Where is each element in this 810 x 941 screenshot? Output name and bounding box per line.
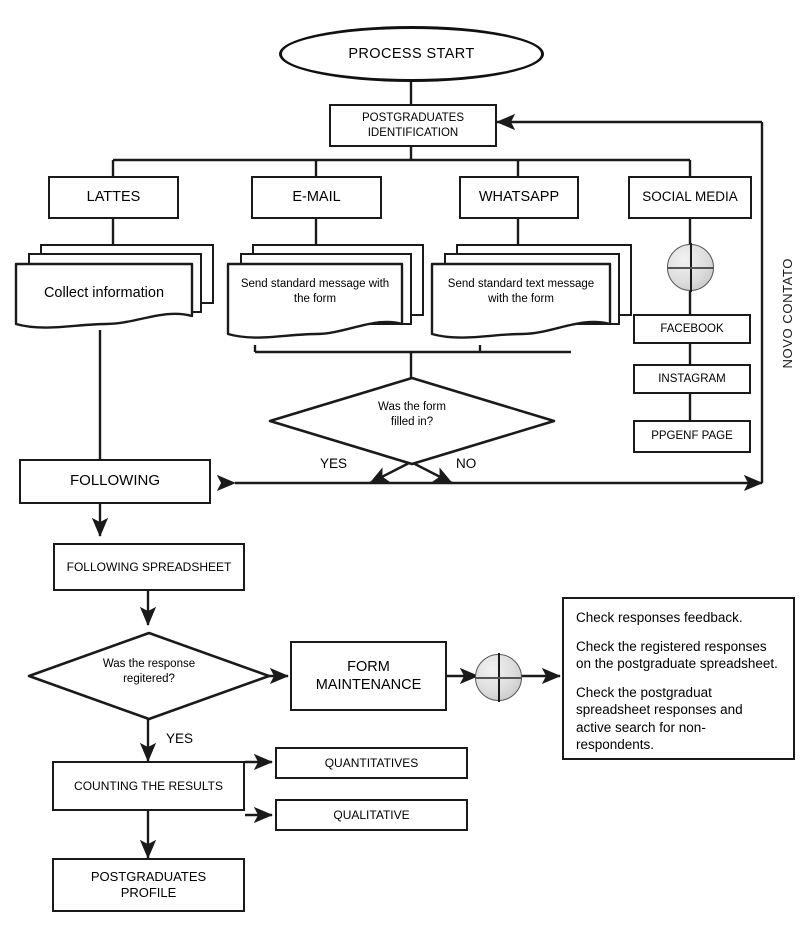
social-channel-box-facebook[interactable]: FACEBOOK bbox=[633, 314, 751, 344]
note-line-3: Check the postgraduat spreadsheet respon… bbox=[576, 684, 743, 753]
channel-box-lattes[interactable]: LATTES bbox=[48, 176, 179, 219]
social-channel-label-facebook: FACEBOOK bbox=[660, 322, 724, 335]
channel-box-social-media[interactable]: SOCIAL MEDIA bbox=[628, 176, 752, 219]
following-spreadsheet-label: FOLLOWING SPREADSHEET bbox=[66, 559, 232, 574]
decision-form-yes-label: YES bbox=[320, 456, 348, 471]
postgraduates-profile-line1: POSTGRADUATES bbox=[90, 868, 207, 884]
document-sheet-front bbox=[226, 262, 404, 346]
channel-label-lattes: LATTES bbox=[86, 189, 141, 206]
loop-label-novo-contato: NOVO CONTATO bbox=[780, 258, 795, 369]
result-type-label-qualitative: QUALITATIVE bbox=[333, 807, 410, 822]
channel-box-email[interactable]: E-MAIL bbox=[251, 176, 382, 219]
channel-label-social-media: SOCIAL MEDIA bbox=[642, 189, 738, 205]
document-sheet-front bbox=[430, 262, 612, 346]
decision-response-registered-shape[interactable] bbox=[25, 629, 273, 723]
social-channel-label-instagram: INSTAGRAM bbox=[658, 372, 726, 385]
connector-circle-social-media bbox=[667, 243, 714, 292]
following-label: FOLLOWING bbox=[69, 472, 160, 490]
document-label-collect-information: Collect information bbox=[43, 284, 165, 301]
following-spreadsheet-node[interactable]: FOLLOWING SPREADSHEET bbox=[53, 543, 245, 591]
postgraduates-profile-line2: PROFILE bbox=[120, 885, 177, 900]
postgraduates-identification-label: POSTGRADUATES IDENTIFICATION bbox=[361, 112, 465, 139]
channel-label-email: E-MAIL bbox=[292, 189, 341, 206]
document-label-send-standard-message: Send standard message with the form bbox=[240, 278, 390, 305]
process-start-label: PROCESS START bbox=[348, 45, 475, 62]
decision-response-yes-label: YES bbox=[166, 731, 194, 746]
process-start-node[interactable]: PROCESS START bbox=[279, 26, 544, 82]
decision-form-filled-shape[interactable] bbox=[266, 374, 558, 468]
decision-form-no-label: NO bbox=[456, 456, 477, 471]
document-stack-send-standard-text-message[interactable]: Send standard text message with the form bbox=[430, 244, 640, 344]
counting-the-results-node[interactable]: COUNTING THE RESULTS bbox=[52, 761, 245, 811]
result-type-label-quantitatives: QUANTITATIVES bbox=[324, 755, 419, 770]
form-maintenance-node[interactable]: FORM MAINTENANCE bbox=[290, 641, 447, 711]
note-line-1: Check responses feedback. bbox=[576, 610, 743, 625]
decision-response-registered-label: Was the response regitered? bbox=[102, 658, 196, 685]
result-type-box-qualitative[interactable]: QUALITATIVE bbox=[275, 799, 468, 831]
postgraduates-profile-node[interactable]: POSTGRADUATES PROFILE bbox=[52, 858, 245, 912]
decision-form-filled-label: Was the form filled in? bbox=[378, 401, 446, 428]
following-node[interactable]: FOLLOWING bbox=[19, 459, 211, 504]
social-channel-box-ppgenf-page[interactable]: PPGENF PAGE bbox=[633, 420, 751, 453]
document-stack-collect-information[interactable]: Collect information bbox=[14, 244, 214, 334]
document-label-send-standard-text-message: Send standard text message with the form bbox=[447, 278, 595, 305]
social-channel-label-ppgenf-page: PPGENF PAGE bbox=[651, 430, 733, 443]
note-box-checks[interactable]: Check responses feedback. Check the regi… bbox=[562, 597, 795, 760]
connector-circle-form-maintenance bbox=[475, 653, 522, 702]
note-line-2: Check the registered responses on the po… bbox=[576, 638, 778, 672]
document-sheet-front bbox=[14, 262, 194, 334]
form-maintenance-line1: FORM bbox=[347, 658, 390, 675]
social-channel-box-instagram[interactable]: INSTAGRAM bbox=[633, 364, 751, 394]
channel-label-whatsapp: WHATSAPP bbox=[478, 189, 560, 206]
connector-horizontal-bar bbox=[667, 266, 714, 269]
counting-the-results-label: COUNTING THE RESULTS bbox=[74, 778, 223, 793]
postgraduates-identification-node[interactable]: POSTGRADUATES IDENTIFICATION bbox=[329, 104, 497, 147]
result-type-box-quantitatives[interactable]: QUANTITATIVES bbox=[275, 747, 468, 779]
form-maintenance-line2: MAINTENANCE bbox=[315, 677, 422, 693]
connector-horizontal-bar bbox=[475, 676, 522, 679]
channel-box-whatsapp[interactable]: WHATSAPP bbox=[459, 176, 579, 219]
document-stack-send-standard-message[interactable]: Send standard message with the form bbox=[226, 244, 430, 344]
